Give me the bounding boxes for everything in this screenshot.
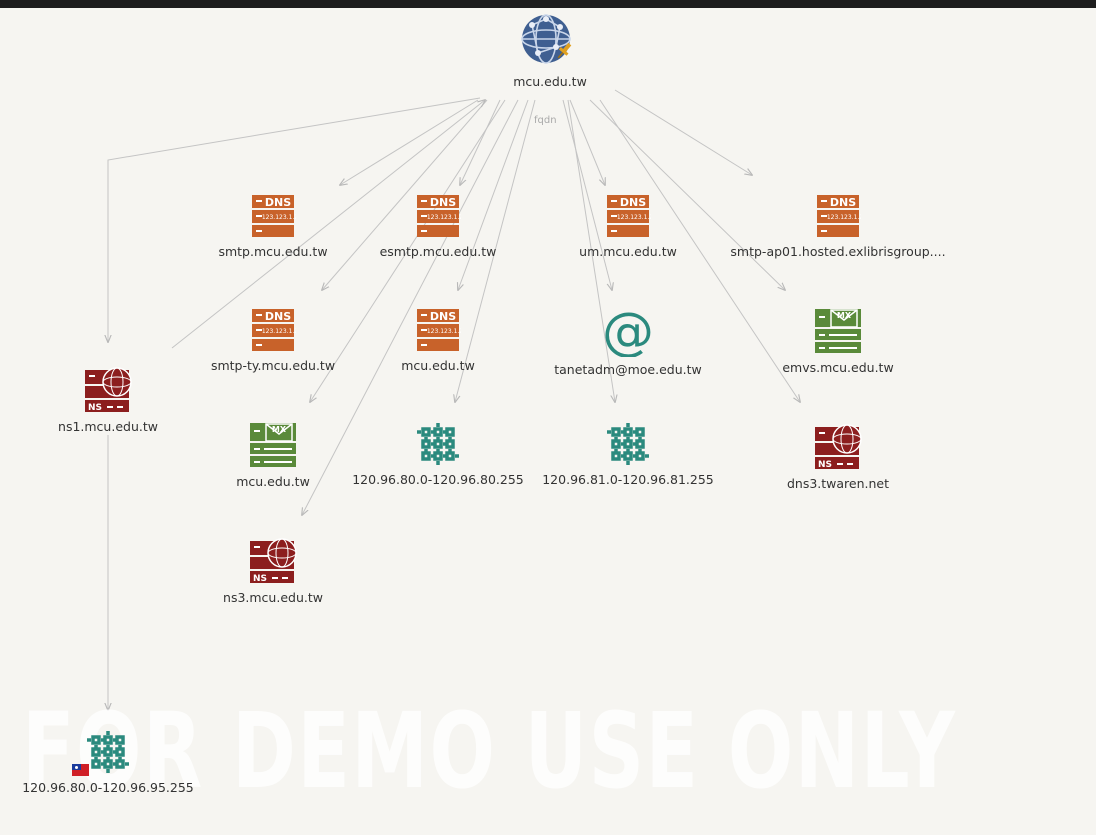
edge-ns1-root xyxy=(171,100,485,349)
top-bar xyxy=(0,0,1096,8)
edge-root-ns3 xyxy=(302,99,519,515)
dns-server-icon: DNS 123.123.1.2 xyxy=(252,309,296,351)
node-emvs[interactable]: MX emvs.mcu.edu.tw xyxy=(718,307,958,375)
netblock-icon xyxy=(417,423,459,465)
node-label: smtp-ap01.hosted.exlibrisgroup.... xyxy=(730,244,946,259)
mx-server-icon: MX xyxy=(250,423,296,467)
svg-text:DNS: DNS xyxy=(830,196,856,209)
edge-root-mcumx xyxy=(310,99,506,402)
node-label: 120.96.81.0-120.96.81.255 xyxy=(542,472,714,487)
node-label: smtp.mcu.edu.tw xyxy=(218,244,328,259)
node-label: esmtp.mcu.edu.tw xyxy=(379,244,497,259)
node-smtp[interactable]: DNS 123.123.1.2 smtp.mcu.edu.tw xyxy=(153,193,393,259)
netblock-icon xyxy=(607,423,649,465)
node-label: smtp-ty.mcu.edu.tw xyxy=(210,358,336,373)
dns-server-icon: DNS 123.123.1.2 xyxy=(252,195,296,237)
taiwan-flag-icon xyxy=(72,764,89,776)
node-smtpty[interactable]: DNS 123.123.1.2 smtp-ty.mcu.edu.tw xyxy=(153,307,393,373)
edge-root-dns3 xyxy=(599,99,800,402)
dns-server-icon: DNS 123.123.1.2 xyxy=(607,195,651,237)
dns-server-icon: DNS 123.123.1.2 xyxy=(417,309,461,351)
node-mcumx[interactable]: MX mcu.edu.tw xyxy=(153,421,393,489)
edge-root-tanet xyxy=(562,99,612,290)
svg-text:DNS: DNS xyxy=(265,196,291,209)
svg-text:MX: MX xyxy=(837,311,852,320)
ns-server-icon: NS xyxy=(815,424,862,470)
edge-root-net2 xyxy=(567,99,615,402)
svg-text:123.123.1.2: 123.123.1.2 xyxy=(827,214,861,221)
svg-text:NS: NS xyxy=(253,574,267,584)
node-label: emvs.mcu.edu.tw xyxy=(782,360,894,375)
node-label: mcu.edu.tw xyxy=(513,74,587,89)
svg-text:123.123.1.2: 123.123.1.2 xyxy=(262,214,296,221)
edge-root-smtp xyxy=(340,99,479,185)
node-net3[interactable]: 120.96.80.0-120.96.95.255 xyxy=(0,729,228,795)
svg-text:DNS: DNS xyxy=(430,196,456,209)
node-ns3[interactable]: NS ns3.mcu.edu.tw xyxy=(153,535,393,605)
node-um[interactable]: DNS 123.123.1.2 um.mcu.edu.tw xyxy=(508,193,748,259)
mx-server-icon: MX xyxy=(815,309,861,353)
node-label: um.mcu.edu.tw xyxy=(579,244,677,259)
node-tanet[interactable]: @ tanetadm@moe.edu.tw xyxy=(508,307,748,377)
node-esmtp[interactable]: DNS 123.123.1.2 esmtp.mcu.edu.tw xyxy=(318,193,558,259)
node-net1[interactable]: 120.96.80.0-120.96.80.255 xyxy=(318,421,558,487)
edge-root-emvs xyxy=(589,99,785,290)
dns-server-icon: DNS 123.123.1.2 xyxy=(417,195,461,237)
svg-text:123.123.1.2: 123.123.1.2 xyxy=(427,328,461,335)
node-label: 120.96.80.0-120.96.95.255 xyxy=(22,780,194,795)
edge-label-fqdn: fqdn xyxy=(534,115,557,126)
dns-server-icon: DNS 123.123.1.2 xyxy=(817,195,861,237)
edge-root-mcudns xyxy=(458,99,529,290)
node-smtpap[interactable]: DNS 123.123.1.2 smtp-ap01.hosted.exlibri… xyxy=(718,193,958,259)
node-net2[interactable]: 120.96.81.0-120.96.81.255 xyxy=(508,421,748,487)
svg-text:123.123.1.2: 123.123.1.2 xyxy=(262,328,296,335)
node-mcudns[interactable]: DNS 123.123.1.2 mcu.edu.tw xyxy=(318,307,558,373)
node-label: mcu.edu.tw xyxy=(236,474,310,489)
edge-root-smtpap xyxy=(614,89,752,175)
svg-text:123.123.1.2: 123.123.1.2 xyxy=(427,214,461,221)
node-label: ns1.mcu.edu.tw xyxy=(58,419,158,434)
svg-text:@: @ xyxy=(603,307,653,357)
edge-root-um xyxy=(569,99,605,185)
svg-text:DNS: DNS xyxy=(265,310,291,323)
edge-root-net1 xyxy=(455,99,536,402)
node-label: mcu.edu.tw xyxy=(401,358,475,373)
node-label: 120.96.80.0-120.96.80.255 xyxy=(352,472,524,487)
node-label: dns3.twaren.net xyxy=(786,476,890,491)
node-label: tanetadm@moe.edu.tw xyxy=(554,362,702,377)
svg-text:DNS: DNS xyxy=(430,310,456,323)
node-ns1[interactable]: NS ns1.mcu.edu.tw xyxy=(0,364,228,434)
edge-root-ns1 xyxy=(108,97,481,342)
svg-text:NS: NS xyxy=(818,460,832,470)
svg-text:NS: NS xyxy=(88,403,102,413)
svg-text:MX: MX xyxy=(272,425,287,434)
netblock-icon xyxy=(87,731,129,773)
domain-globe-icon xyxy=(521,14,572,64)
svg-text:123.123.1.2: 123.123.1.2 xyxy=(617,214,651,221)
node-label: ns3.mcu.edu.tw xyxy=(223,590,323,605)
edge-root-esmtp xyxy=(460,99,501,185)
svg-text:DNS: DNS xyxy=(620,196,646,209)
ns-server-icon: NS xyxy=(85,367,132,413)
node-dns3[interactable]: NS dns3.twaren.net xyxy=(718,421,958,491)
at-sign-icon: @ xyxy=(603,307,653,357)
edge-layer xyxy=(108,89,800,710)
ns-server-icon: NS xyxy=(250,538,297,584)
edge-root-smtpty xyxy=(322,99,488,290)
node-root[interactable]: mcu.edu.tw xyxy=(430,13,670,89)
